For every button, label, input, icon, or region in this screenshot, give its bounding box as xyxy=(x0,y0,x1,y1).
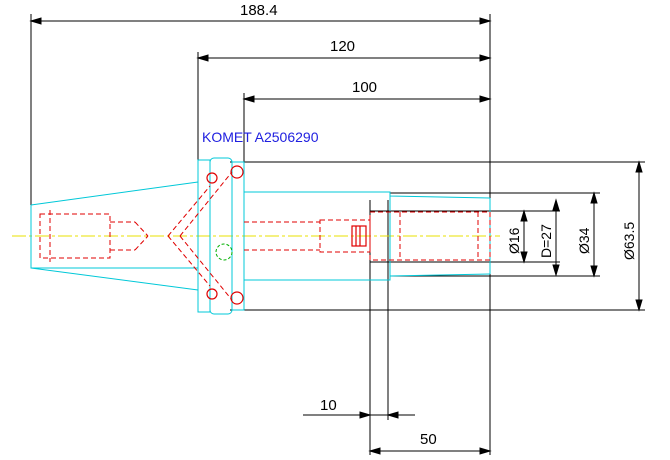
dim-dia-flange: Ø63.5 xyxy=(621,222,637,260)
key-slot xyxy=(215,243,233,261)
title-label: KOMET A2506290 xyxy=(202,129,319,145)
dim-dia-d: D=27 xyxy=(538,224,554,258)
dim-length-from-face: 100 xyxy=(352,79,377,96)
holder-outline xyxy=(30,157,491,315)
dim-offset: 10 xyxy=(320,397,337,414)
hidden-details xyxy=(206,165,367,305)
hidden-lines xyxy=(39,171,491,301)
dim-dia-body: Ø34 xyxy=(576,227,592,254)
dimension-lines xyxy=(29,14,645,455)
dim-dia-bore: Ø16 xyxy=(506,227,522,254)
dim-bore-depth: 50 xyxy=(420,431,437,448)
dim-length-from-flange: 120 xyxy=(330,38,355,55)
dim-overall-length: 188.4 xyxy=(240,2,278,19)
